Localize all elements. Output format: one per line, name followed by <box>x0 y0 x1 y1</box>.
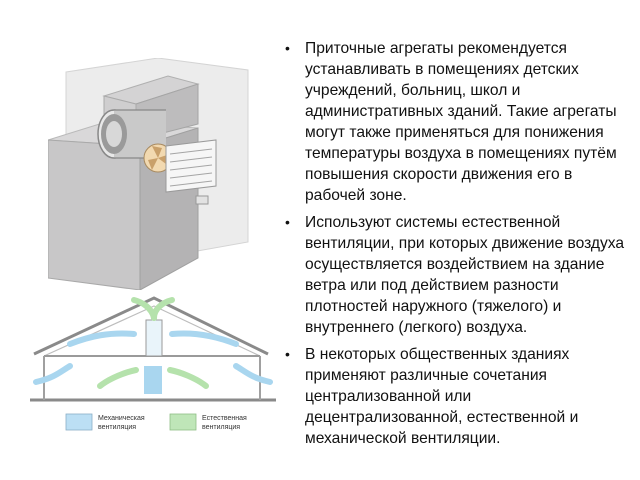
supply-unit-illustration <box>48 58 249 290</box>
bullet-item: • Приточные агрегаты рекомендуется устан… <box>283 38 629 206</box>
bullet-dot-icon: • <box>285 214 290 230</box>
legend-label-natural-2: вентиляция <box>202 424 240 431</box>
bullet-text: Используют системы естественной вентиляц… <box>305 214 625 336</box>
ventilation-diagram: Механическая вентиляция Естественная вен… <box>30 296 276 431</box>
legend-swatch-natural <box>169 413 197 431</box>
bullet-text: Приточные агрегаты рекомендуется устанав… <box>305 40 617 204</box>
bullet-list: • Приточные агрегаты рекомендуется устан… <box>283 38 629 455</box>
legend-label-mechanical-1: Механическая <box>98 415 145 422</box>
bullet-item: • В некоторых общественных зданиях приме… <box>283 344 629 449</box>
bullet-dot-icon: • <box>285 346 290 362</box>
legend-label-mechanical-2: вентиляция <box>98 424 136 431</box>
bullet-text: В некоторых общественных зданиях применя… <box>305 346 579 447</box>
bullet-item: • Используют системы естественной вентил… <box>283 212 629 338</box>
bullet-dot-icon: • <box>285 40 290 56</box>
legend-label-natural-1: Естественная <box>202 415 247 422</box>
legend-swatch-mechanical <box>65 413 93 431</box>
